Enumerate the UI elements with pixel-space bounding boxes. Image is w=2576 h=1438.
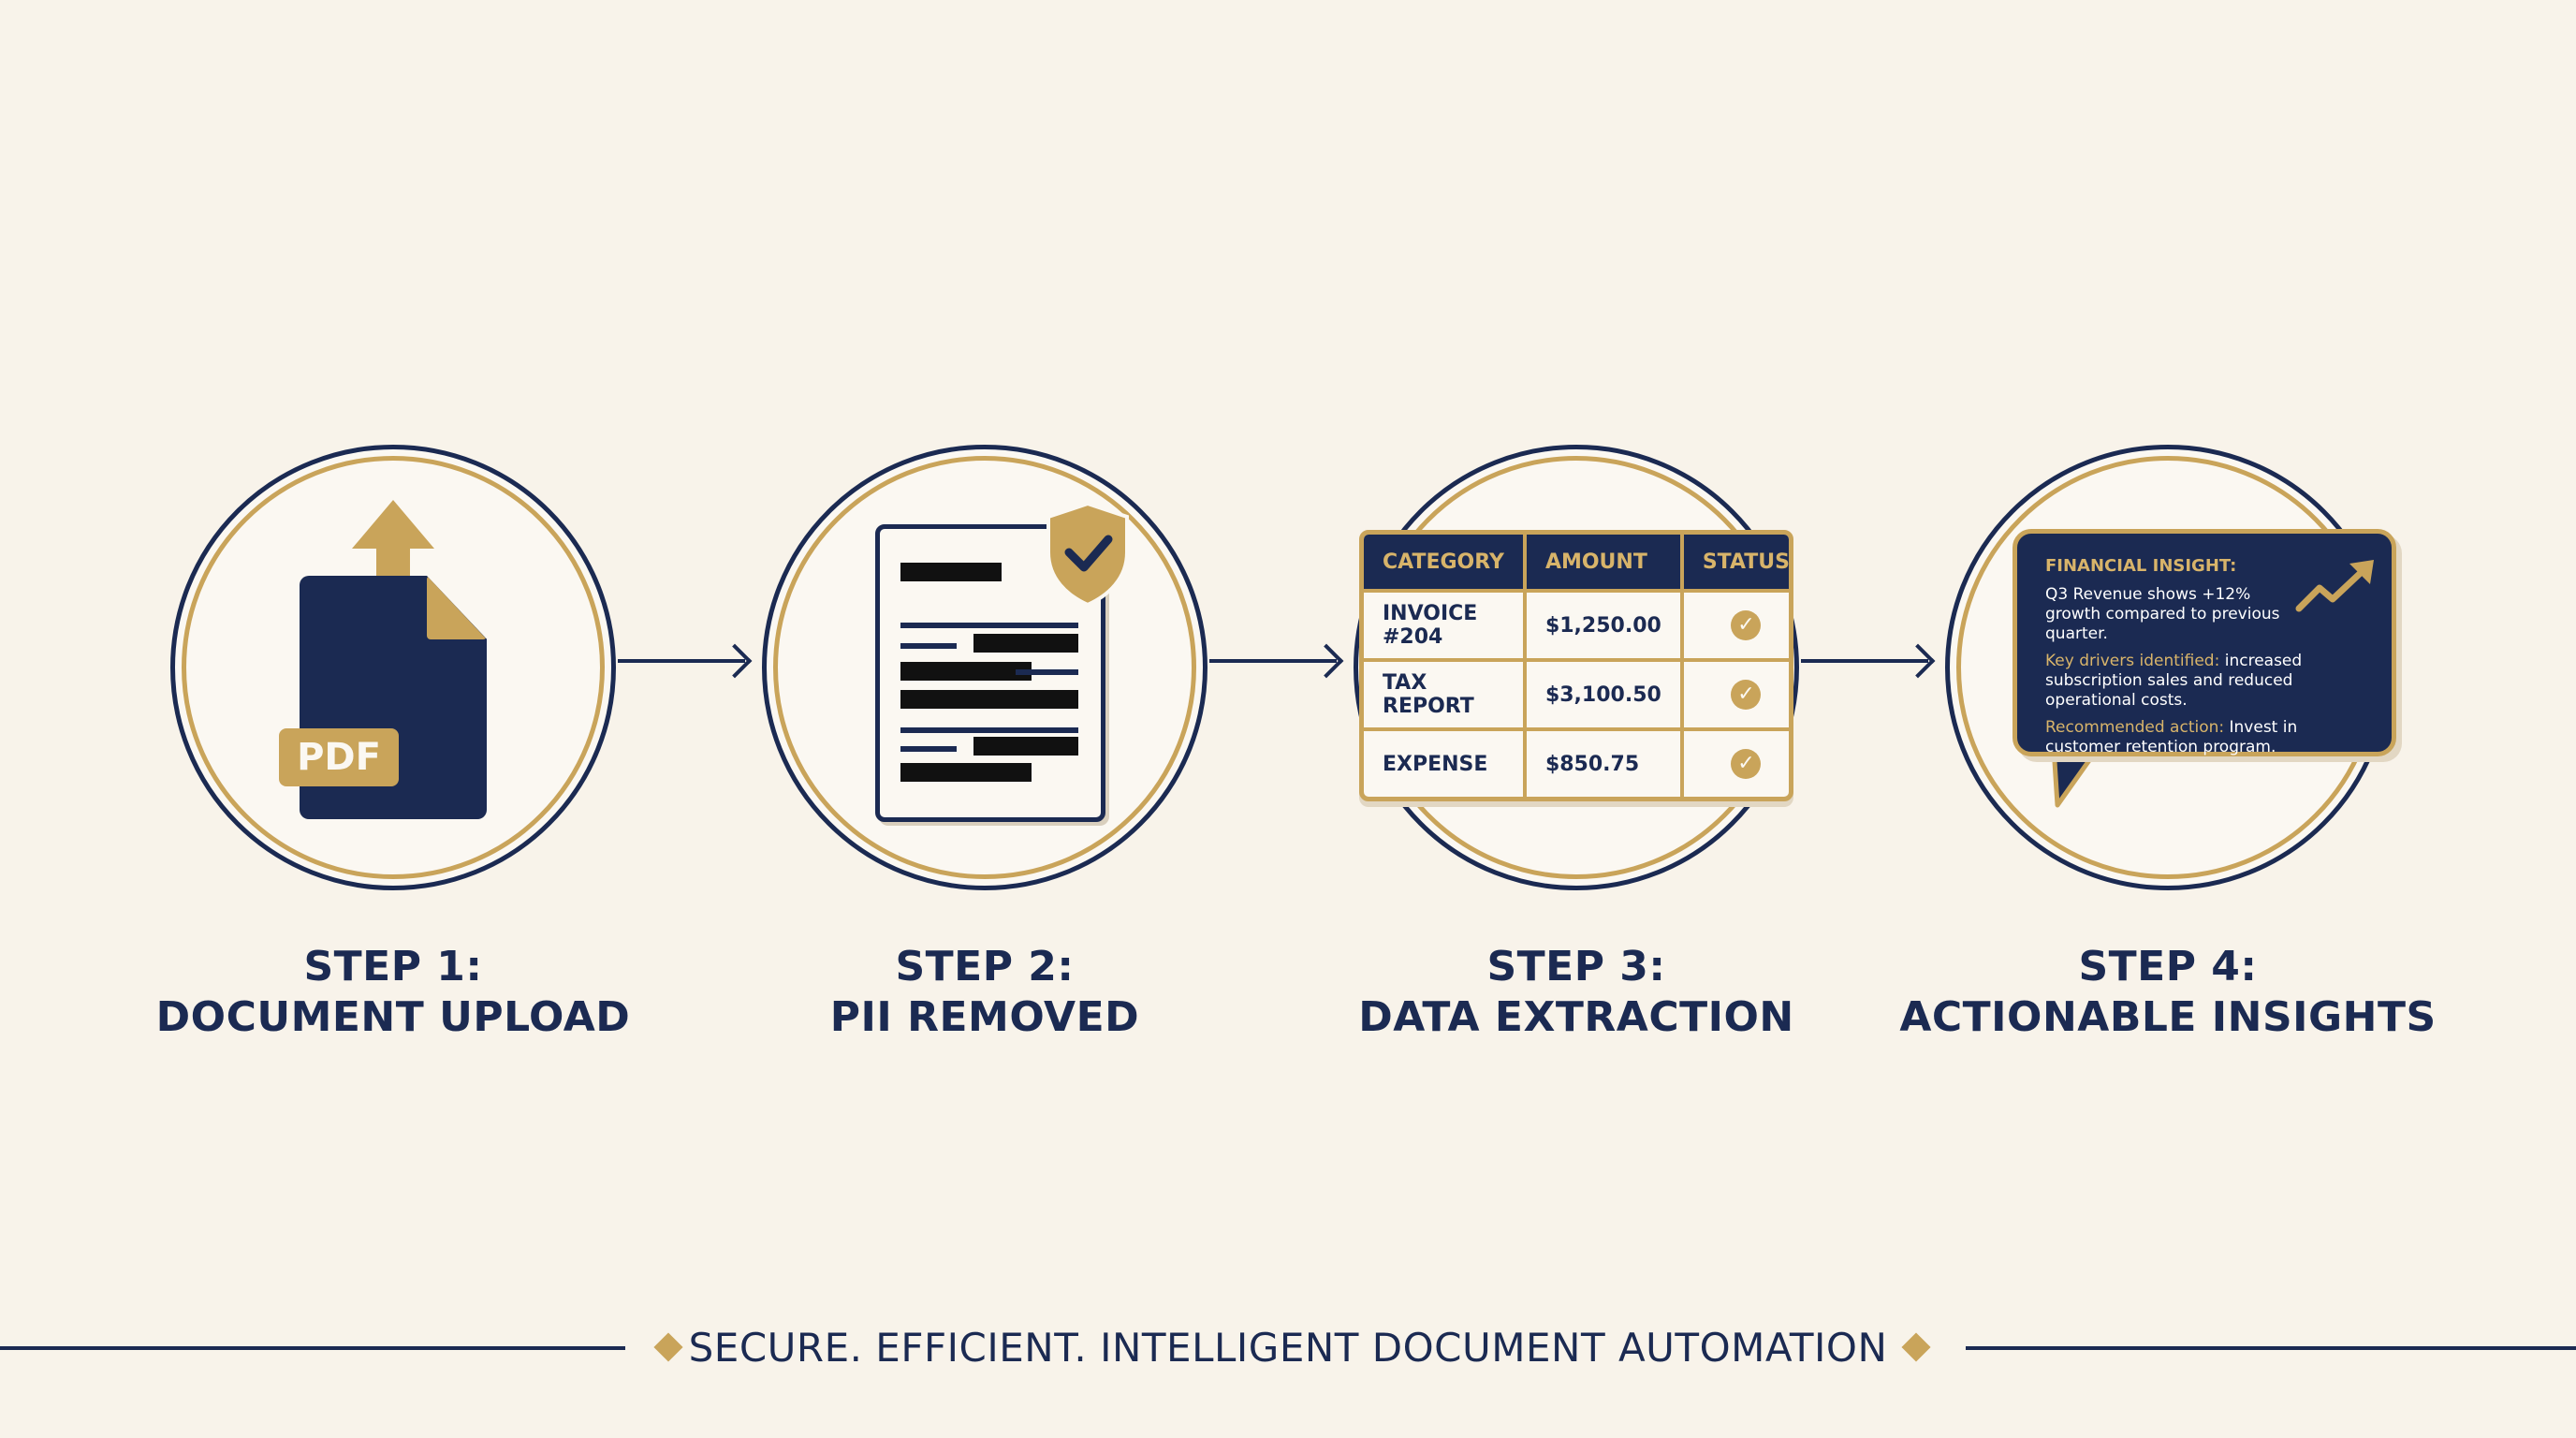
insight-drivers: Key drivers identified: increased subscr…: [2045, 652, 2364, 711]
insight-action-label: Recommended action:: [2045, 718, 2225, 737]
step3-number: STEP 3:: [1486, 943, 1666, 990]
table-header-status: STATUS: [1681, 535, 1789, 591]
upload-arrow-icon: [352, 500, 434, 616]
trend-up-icon: [2295, 560, 2374, 612]
redacted-document-icon: [875, 524, 1105, 822]
check-icon: ✓: [1731, 749, 1762, 779]
table-cell-amount: $850.75: [1524, 727, 1684, 797]
step2-number: STEP 2:: [895, 943, 1075, 990]
insight-action-text: Invest in customer retention program.: [2045, 718, 2298, 756]
step4-title: ACTIONABLE INSIGHTS: [1899, 993, 2437, 1041]
table-cell-category: EXPENSE: [1364, 727, 1527, 797]
step2-circle: [762, 445, 1208, 890]
step1-number: STEP 1:: [303, 943, 483, 990]
table-row: TAX REPORT $3,100.50 ✓: [1364, 658, 1789, 729]
table-header-amount: AMOUNT: [1524, 535, 1684, 591]
footer-divider-right: [1966, 1346, 2576, 1350]
arrow-step1-to-step2: [618, 659, 745, 663]
step2-label: STEP 2: PII REMOVED: [657, 942, 1312, 1043]
insight-action: Recommended action: Invest in customer r…: [2045, 718, 2364, 757]
insight-title: FINANCIAL INSIGHT:: [2045, 556, 2237, 576]
insight-line1: Q3 Revenue shows +12% growth compared to…: [2045, 585, 2280, 643]
table-cell-category: INVOICE #204: [1364, 589, 1527, 660]
step1-label: STEP 1: DOCUMENT UPLOAD: [66, 942, 721, 1043]
pdf-badge: PDF: [279, 728, 399, 786]
table-row: INVOICE #204 $1,250.00 ✓: [1364, 589, 1789, 660]
table-cell-status: ✓: [1681, 589, 1789, 660]
table-header-row: CATEGORY AMOUNT STATUS: [1364, 535, 1789, 591]
step1-title: DOCUMENT UPLOAD: [155, 993, 631, 1041]
table-header-category: CATEGORY: [1364, 535, 1527, 591]
shield-check-icon: [1046, 501, 1129, 608]
footer-divider-left: [0, 1346, 625, 1350]
arrow-step3-to-step4: [1801, 659, 1928, 663]
step2-title: PII REMOVED: [829, 993, 1140, 1041]
table-cell-status: ✓: [1681, 727, 1789, 797]
table-row: EXPENSE $850.75 ✓: [1364, 727, 1789, 797]
table-cell-status: ✓: [1681, 658, 1789, 729]
table-cell-category: TAX REPORT: [1364, 658, 1527, 729]
step4-label: STEP 4: ACTIONABLE INSIGHTS: [1840, 942, 2496, 1043]
footer-tagline: SECURE. EFFICIENT. INTELLIGENT DOCUMENT …: [688, 1325, 1888, 1371]
step4-number: STEP 4:: [2078, 943, 2258, 990]
table-cell-amount: $3,100.50: [1524, 658, 1684, 729]
table-cell-amount: $1,250.00: [1524, 589, 1684, 660]
check-icon: ✓: [1731, 610, 1762, 640]
check-icon: ✓: [1731, 680, 1762, 710]
extracted-data-table: CATEGORY AMOUNT STATUS INVOICE #204 $1,2…: [1359, 530, 1793, 801]
insight-bubble: FINANCIAL INSIGHT: Q3 Revenue shows +12%…: [2012, 529, 2396, 756]
step3-title: DATA EXTRACTION: [1358, 993, 1794, 1041]
arrow-step2-to-step3: [1209, 659, 1337, 663]
step3-label: STEP 3: DATA EXTRACTION: [1249, 942, 1904, 1043]
insight-drivers-label: Key drivers identified:: [2045, 652, 2220, 670]
insight-drivers-text: increased subscription sales and reduced…: [2045, 652, 2303, 710]
